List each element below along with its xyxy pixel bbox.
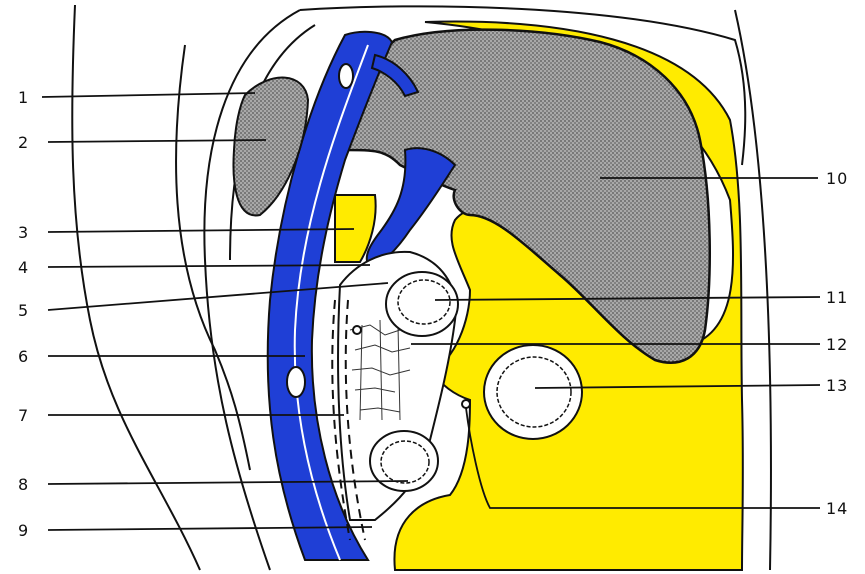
back-outline-left xyxy=(72,5,200,570)
label-10: 10 xyxy=(826,169,848,188)
vessel-lumen-upper xyxy=(339,64,353,88)
leader-line-2 xyxy=(48,140,266,142)
label-8: 8 xyxy=(18,475,29,494)
hepatic-vein-branch xyxy=(367,148,455,268)
label-13: 13 xyxy=(826,376,848,395)
organ-8-inner xyxy=(381,441,429,483)
label-14: 14 xyxy=(826,499,848,518)
label-7: 7 xyxy=(18,406,29,425)
organ-11-inner xyxy=(398,280,450,324)
label-11: 11 xyxy=(826,288,848,307)
label-2: 2 xyxy=(18,133,29,152)
vessel-lumen-lower xyxy=(287,367,305,397)
leader-line-5 xyxy=(48,283,388,310)
leader-line-1 xyxy=(42,93,255,97)
small-vessel-near-4 xyxy=(353,326,361,334)
label-4: 4 xyxy=(18,258,29,277)
label-3: 3 xyxy=(18,223,29,242)
label-5: 5 xyxy=(18,301,29,320)
label-9: 9 xyxy=(18,521,29,540)
label-6: 6 xyxy=(18,347,29,366)
label-12: 12 xyxy=(826,335,848,354)
small-vessel-14 xyxy=(462,400,470,408)
organ-13-inner xyxy=(497,357,571,427)
leader-line-4 xyxy=(48,265,370,267)
label-1: 1 xyxy=(18,88,29,107)
